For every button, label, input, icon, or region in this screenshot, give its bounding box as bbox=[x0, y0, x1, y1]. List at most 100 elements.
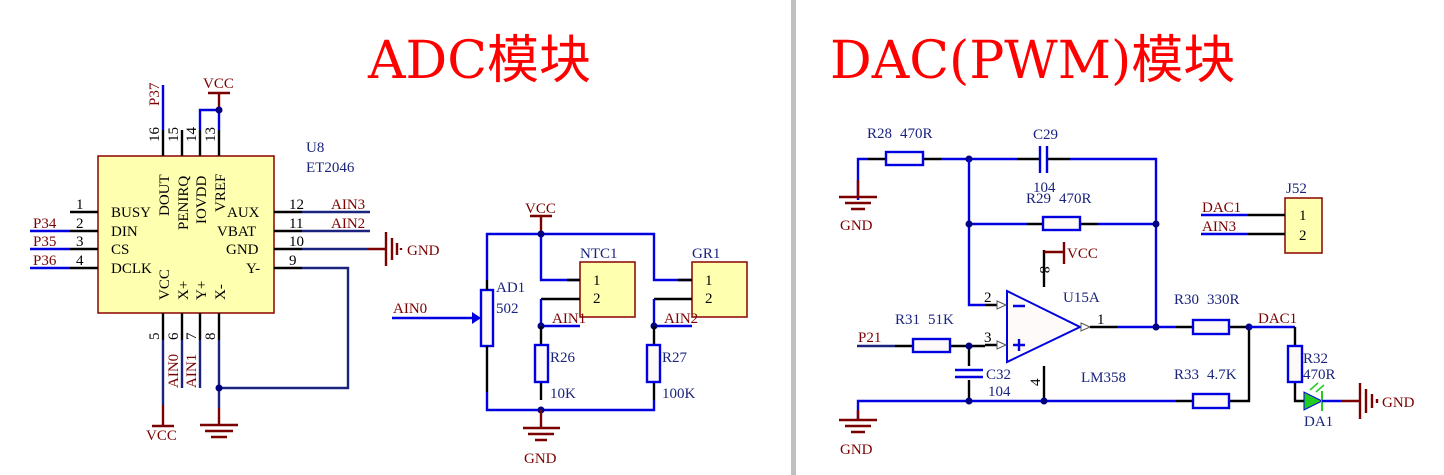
net-label-dac1: DAC1 bbox=[1258, 311, 1297, 327]
pin-num: 16 bbox=[147, 127, 163, 143]
r26-ref: R26 bbox=[550, 350, 576, 366]
pin-name: X+ bbox=[176, 281, 192, 300]
pin-num: 15 bbox=[166, 127, 182, 142]
pin-name: DCLK bbox=[111, 261, 152, 277]
j52-connector: DAC1 AIN3 J52 1 2 bbox=[1201, 181, 1323, 254]
r26-resistor bbox=[533, 343, 550, 384]
pin-num: 2 bbox=[76, 216, 84, 232]
u8-part: ET2046 bbox=[306, 160, 355, 176]
pin-num: 1 bbox=[1299, 208, 1307, 224]
pin-name: PENIRQ bbox=[176, 176, 192, 230]
u8-left-pins: 1 2 3 4 P34 P35 P36 BUSY DIN CS DCLK bbox=[30, 197, 152, 277]
gnd-label: GND bbox=[1382, 395, 1415, 411]
da1-ref: DA1 bbox=[1304, 414, 1333, 430]
pin-name: VCC bbox=[157, 269, 173, 300]
gnd-symbol: GND bbox=[368, 232, 440, 266]
pin-num: 10 bbox=[289, 234, 304, 250]
c29-ref: C29 bbox=[1033, 127, 1058, 143]
pin-num: 3 bbox=[76, 234, 84, 250]
pin-num: 3 bbox=[984, 330, 992, 346]
adc-title: ADC模块 bbox=[367, 31, 591, 91]
gr1-ref: GR1 bbox=[692, 246, 720, 262]
pin-num: 8 bbox=[1036, 266, 1052, 274]
ad1-ref: AD1 bbox=[496, 280, 525, 296]
pin-name: VBAT bbox=[217, 224, 256, 240]
ntc1-ref: NTC1 bbox=[580, 246, 618, 262]
pin-num: 1 bbox=[705, 273, 713, 289]
u15a-ref: U15A bbox=[1063, 290, 1100, 306]
pin-name: BUSY bbox=[111, 205, 151, 221]
net-label-p36: P36 bbox=[33, 253, 57, 269]
pin-num: 5 bbox=[147, 333, 163, 341]
pin-num: 2 bbox=[593, 291, 601, 307]
gnd-label: GND bbox=[840, 218, 873, 234]
c32-capacitor bbox=[955, 368, 983, 379]
vcc-label: VCC bbox=[525, 201, 556, 217]
u8-right-pins: 12 11 10 9 AIN3 AIN2 AUX VBAT GND Y- GND bbox=[217, 197, 440, 390]
r27-ref: R27 bbox=[662, 350, 688, 366]
opamp-u15a: VCC 8 4 2 3 1 U15A LM358 bbox=[984, 242, 1176, 401]
u8-chip: U8 ET2046 1 2 3 4 P34 P35 P36 BUSY DIN C… bbox=[30, 76, 440, 444]
pin-num: 4 bbox=[1028, 378, 1044, 386]
pin-num: 14 bbox=[184, 127, 200, 143]
r29-resistor bbox=[1041, 215, 1082, 232]
ntc1-connector: 1 2 NTC1 AIN1 bbox=[537, 246, 636, 330]
sensor-network: VCC AD1 502 AIN0 1 2 NTC1 AIN1 bbox=[392, 201, 748, 467]
r32-resistor bbox=[1286, 344, 1304, 384]
pin-num: 4 bbox=[76, 253, 84, 269]
net-label-p37: P37 bbox=[147, 82, 163, 106]
net-label-ain3: AIN3 bbox=[1202, 219, 1236, 235]
j52-ref: J52 bbox=[1286, 181, 1307, 197]
pin-name: IOVDD bbox=[194, 176, 210, 224]
pin-num: 6 bbox=[166, 332, 182, 340]
pin-num: 11 bbox=[289, 216, 303, 232]
net-label-ain0: AIN0 bbox=[166, 354, 182, 388]
u8-ref: U8 bbox=[306, 140, 324, 156]
net-label-ain2: AIN2 bbox=[331, 216, 365, 232]
net-label-p34: P34 bbox=[33, 216, 57, 232]
pin-num: 13 bbox=[203, 127, 219, 142]
pin-name: Y+ bbox=[194, 281, 210, 300]
pin-num: 1 bbox=[76, 197, 84, 213]
pin-num: 9 bbox=[289, 253, 297, 269]
net-label-ain2: AIN2 bbox=[664, 311, 698, 327]
ad1-value: 502 bbox=[496, 301, 519, 317]
gnd-label: GND bbox=[524, 451, 557, 467]
led-da1: GND DA1 bbox=[1303, 382, 1415, 430]
net-label-p21: P21 bbox=[858, 330, 881, 346]
pin-num: 2 bbox=[984, 290, 992, 306]
r26-value: 10K bbox=[550, 386, 576, 402]
vcc-label: VCC bbox=[203, 76, 234, 92]
pin-name: GND bbox=[226, 242, 259, 258]
r33-resistor bbox=[1191, 392, 1231, 410]
pin-name: Y- bbox=[246, 261, 260, 277]
net-label-ain1: AIN1 bbox=[552, 311, 586, 327]
c29-value: 104 bbox=[1033, 180, 1056, 196]
panel-divider bbox=[791, 0, 796, 475]
vcc-label: VCC bbox=[146, 428, 177, 444]
pin-num: 1 bbox=[1097, 312, 1105, 328]
pin-num: 8 bbox=[203, 333, 219, 341]
pin-name: X- bbox=[213, 284, 229, 300]
u8-bottom-pins: VCC AIN0 AIN1 5 6 7 8 VCC X+ Y+ X- bbox=[146, 269, 238, 444]
r32-value: 470R bbox=[1303, 367, 1336, 383]
net-label-ain1: AIN1 bbox=[184, 354, 200, 388]
pin-name: AUX bbox=[227, 205, 260, 221]
pin-name: VREF bbox=[213, 174, 229, 212]
r28-resistor bbox=[884, 150, 925, 167]
r32-ref: R32 bbox=[1303, 351, 1328, 367]
r27-resistor bbox=[645, 343, 662, 384]
net-label-ain3: AIN3 bbox=[331, 197, 365, 213]
u15a-part: LM358 bbox=[1081, 370, 1126, 386]
pin-name: DOUT bbox=[157, 174, 173, 216]
pin-num: 1 bbox=[593, 273, 601, 289]
pin-num: 7 bbox=[184, 332, 200, 340]
r31-resistor bbox=[911, 337, 952, 354]
gnd-label: GND bbox=[840, 442, 873, 458]
